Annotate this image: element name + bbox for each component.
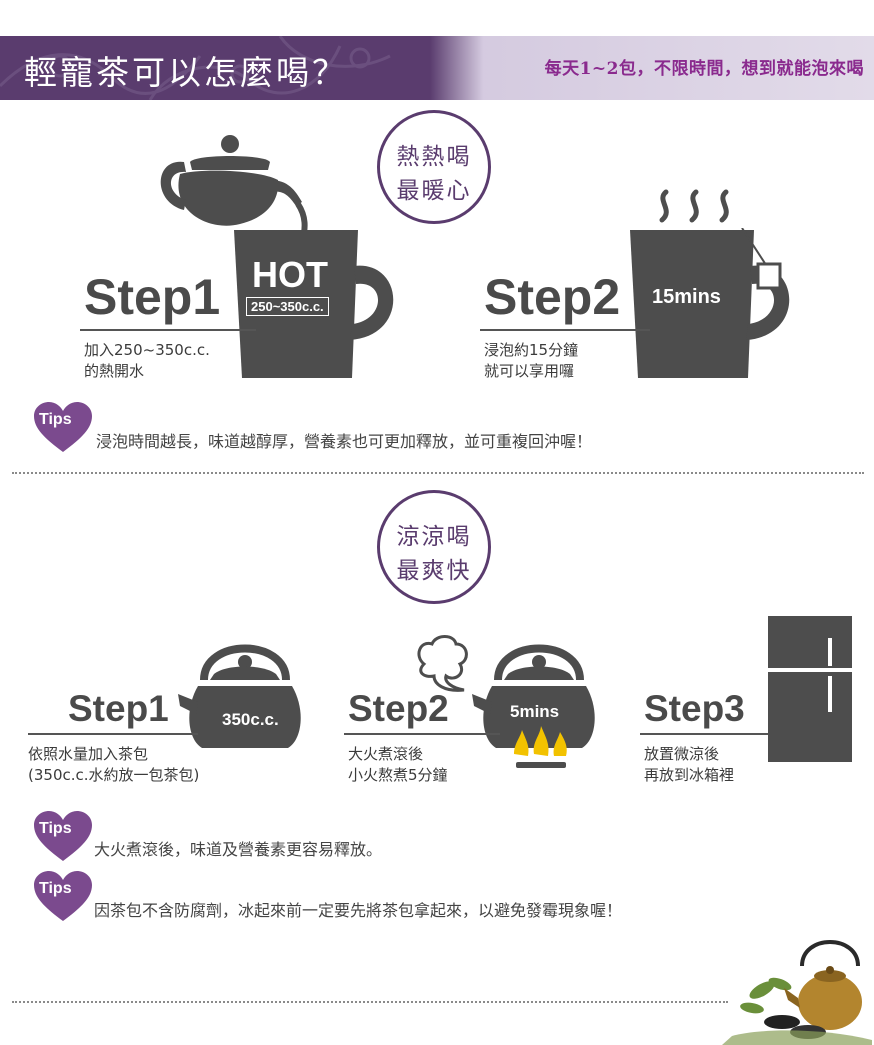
steam-icon — [659, 189, 729, 223]
desc-line: 放置微涼後 — [644, 745, 720, 763]
heart-icon — [34, 402, 92, 452]
heart-icon — [34, 871, 92, 921]
cold-step2-underline — [344, 733, 500, 735]
hot-step2-underline — [480, 329, 650, 331]
badge-line-2: 最爽快 — [396, 558, 472, 584]
tea-mug-label: 15mins — [652, 286, 721, 308]
swirl-pattern — [0, 36, 391, 100]
cold-step3-underline — [640, 733, 768, 735]
hot-mug-label: HOT — [252, 254, 328, 295]
tip-badge-label: Tips — [39, 820, 72, 837]
cold-step3-title: Step3 — [644, 688, 745, 729]
page-subtitle: 每天1~2包，不限時間，想到就能泡來喝 — [544, 59, 864, 79]
desc-line: 大火煮滾後 — [348, 745, 424, 763]
tip-badge-label: Tips — [39, 411, 72, 428]
iron-teapot-image — [722, 940, 872, 1045]
cold-drink-badge: 涼涼喝 最爽快 — [377, 490, 491, 604]
tip-badge-label: Tips — [39, 880, 72, 897]
desc-line: (350c.c.水約放一包茶包) — [28, 766, 200, 784]
heart-icon — [34, 811, 92, 861]
tea-mug-icon — [630, 228, 790, 378]
cold-step1-title: Step1 — [68, 688, 169, 729]
desc-line: 的熱開水 — [84, 362, 145, 380]
hot-step1-title: Step1 — [84, 269, 221, 325]
flame-icon — [514, 726, 567, 768]
hot-step1-desc: 加入250~350c.c. 的熱開水 — [84, 340, 210, 382]
badge-line-2: 最暖心 — [396, 178, 472, 204]
cold-step2-title: Step2 — [348, 688, 449, 729]
hot-drink-badge: 熱熱喝 最暖心 — [377, 110, 491, 224]
kettle1-label: 350c.c. — [222, 710, 279, 729]
page-title: 輕寵茶可以怎麼喝？ — [24, 53, 348, 92]
teapot-icon — [160, 135, 308, 242]
badge-line-1: 熱熱喝 — [396, 144, 472, 170]
cold-step2-desc: 大火煮滾後 小火熬煮5分鐘 — [348, 744, 448, 786]
kettle2-label: 5mins — [510, 702, 560, 721]
cold-step1-underline — [28, 733, 198, 735]
hot-step2-title: Step2 — [484, 269, 621, 325]
fridge-icon — [768, 616, 852, 762]
desc-line: 就可以享用囉 — [484, 362, 575, 380]
desc-line: 浸泡約15分鐘 — [484, 341, 579, 359]
kettle-icon — [178, 644, 301, 748]
desc-line: 小火熬煮5分鐘 — [348, 766, 448, 784]
hot-step2-desc: 浸泡約15分鐘 就可以享用囉 — [484, 340, 578, 382]
cold-step3-desc: 放置微涼後 再放到冰箱裡 — [644, 744, 734, 786]
hot-mug-volume: 250~350c.c. — [246, 297, 329, 316]
speech-bubble-icon — [417, 635, 468, 692]
section-divider — [12, 472, 864, 474]
hot-mug-icon — [234, 230, 394, 378]
badge-line-1: 涼涼喝 — [396, 524, 472, 550]
desc-line: 依照水量加入茶包 — [28, 745, 149, 763]
tip-text: 因茶包不含防腐劑，冰起來前一定要先將茶包拿起來，以避免發霉現象喔！ — [94, 901, 623, 920]
desc-line: 加入250~350c.c. — [84, 341, 210, 359]
tea-bag-icon — [756, 262, 782, 290]
tip-text: 大火煮滾後，味道及營養素更容易釋放。 — [94, 840, 383, 859]
hot-step1-underline — [80, 329, 256, 331]
desc-line: 再放到冰箱裡 — [644, 766, 735, 784]
header-banner: 輕寵茶可以怎麼喝？ 每天1~2包，不限時間，想到就能泡來喝 — [0, 36, 874, 100]
kettle-icon — [472, 644, 595, 748]
section-divider — [12, 1001, 728, 1003]
banner-subtitle-panel — [430, 36, 874, 100]
cold-step1-desc: 依照水量加入茶包 (350c.c.水約放一包茶包) — [28, 744, 199, 786]
tip-text: 浸泡時間越長，味道越醇厚，營養素也可更加釋放，並可重複回沖喔！ — [96, 432, 593, 451]
